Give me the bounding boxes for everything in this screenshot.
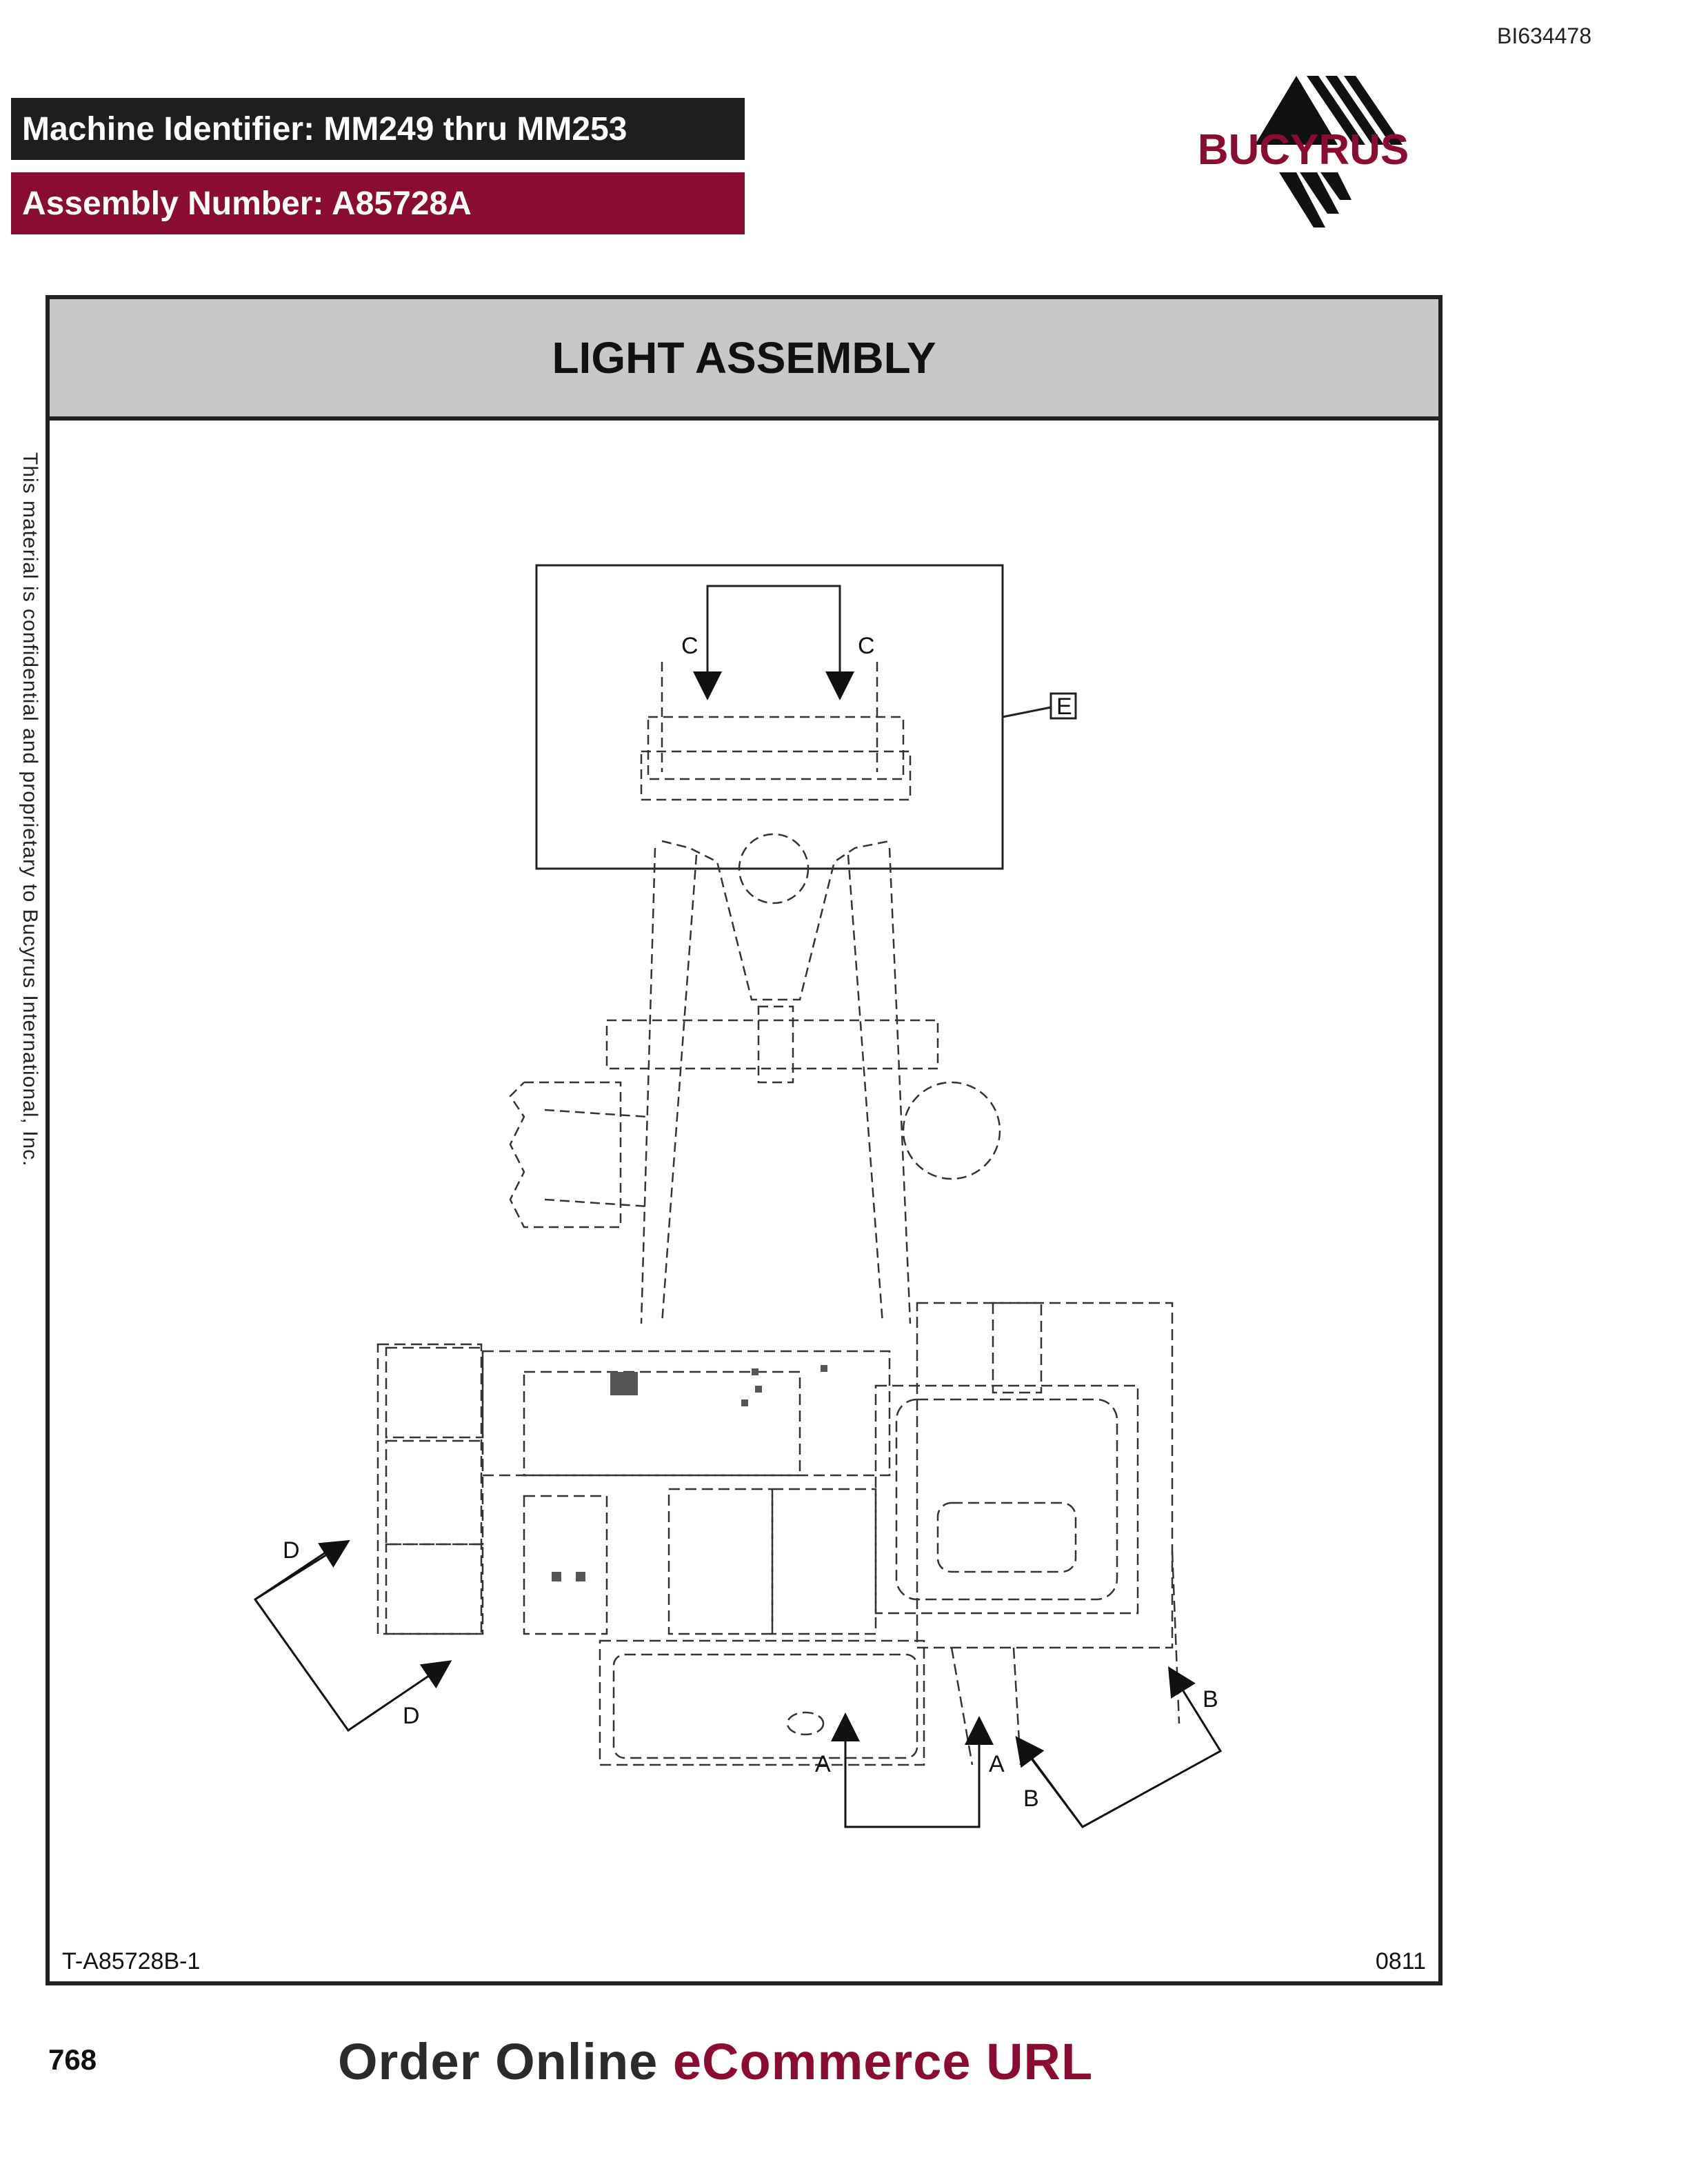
drawing-date-code: 0811 — [1375, 1948, 1426, 1974]
drawing-reference: T-A85728B-1 — [62, 1948, 201, 1974]
callout-d-upper: D — [283, 1537, 300, 1564]
bucyrus-logo: BUCYRUS — [1198, 76, 1409, 228]
frame-top-rule — [46, 295, 1443, 299]
confidentiality-note: This material is confidential and propri… — [19, 452, 41, 1167]
callout-c-right: C — [858, 633, 875, 659]
callout-e-box — [1049, 692, 1077, 720]
callout-a-right: A — [989, 1751, 1005, 1777]
assembly-number-bar: Assembly Number: A85728A — [11, 172, 745, 234]
light-assembly-drawing: C C E D D A A B B — [253, 564, 1223, 1828]
order-online-text: Order Online — [338, 2033, 673, 2090]
page-title: LIGHT ASSEMBLY — [552, 333, 936, 383]
assembly-number: Assembly Number: A85728A — [22, 185, 472, 222]
title-band: LIGHT ASSEMBLY — [50, 299, 1438, 421]
callout-e: E — [1056, 694, 1072, 720]
machine-identifier-bar: Machine Identifier: MM249 thru MM253 — [11, 98, 745, 160]
ecommerce-url-text: eCommerce URL — [672, 2033, 1094, 2090]
callout-c-left: C — [681, 633, 699, 659]
drawing-frame — [46, 295, 1443, 1985]
order-online-link[interactable]: Order Online eCommerce URL — [338, 2032, 1093, 2091]
callout-b-lower: B — [1023, 1786, 1039, 1812]
callout-d-lower: D — [403, 1703, 420, 1729]
machine-identifier: Machine Identifier: MM249 thru MM253 — [22, 110, 627, 148]
callout-a-left: A — [815, 1751, 831, 1777]
page-number: 768 — [48, 2043, 97, 2076]
logo-wordmark: BUCYRUS — [1198, 126, 1409, 174]
document-id: BI634478 — [1496, 23, 1591, 48]
callout-b-right: B — [1203, 1686, 1218, 1712]
